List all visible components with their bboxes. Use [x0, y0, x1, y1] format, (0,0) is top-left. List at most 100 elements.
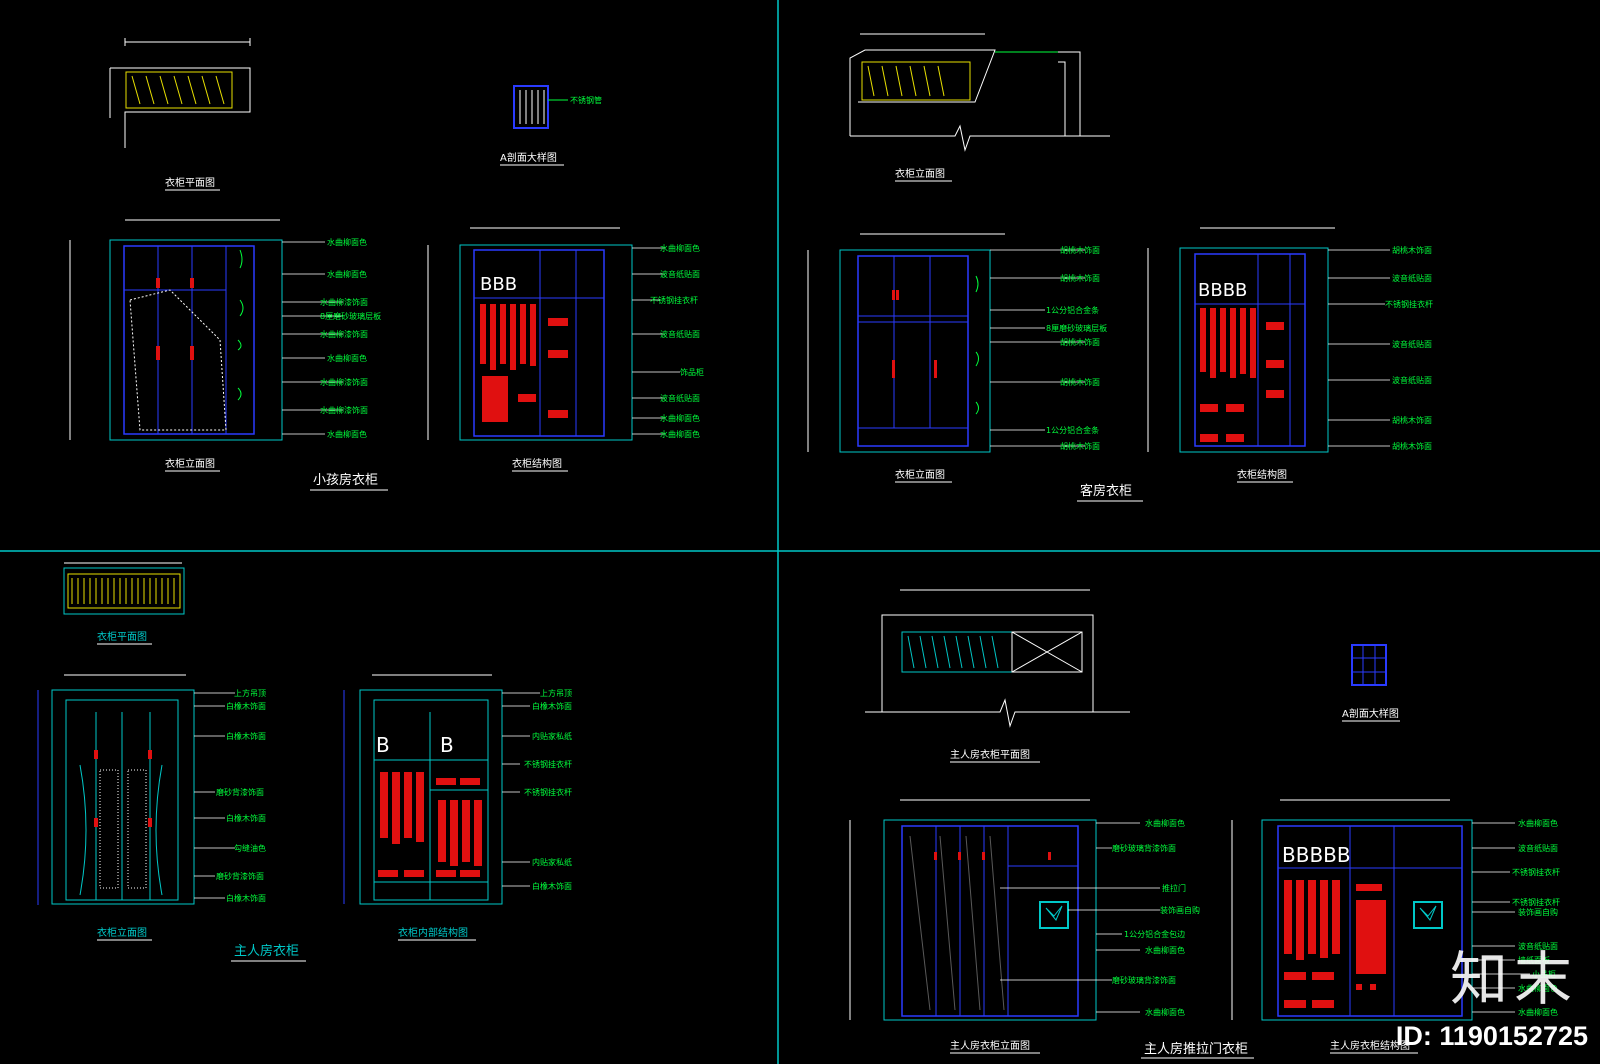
tl-elev-label-2: 水曲柳面色 [327, 269, 367, 279]
tl-elevation-leaders [282, 241, 343, 435]
bl-struct-label-3: 内贴家私纸 [532, 731, 572, 741]
br-elevation-drawing [849, 799, 1097, 1021]
bl-struct-label-7: 白橡木饰面 [532, 881, 572, 891]
tl-caption-detail: A剖面大样图 [500, 151, 557, 164]
br-caption-structure: 主人房衣柜结构图 [1330, 1039, 1410, 1052]
br-struct-label-9: 水曲柳面色 [1518, 983, 1558, 993]
tl-elevation-drawing [69, 219, 283, 441]
bl-elevation-leaders [194, 692, 235, 899]
tl-structure-leaders [632, 247, 680, 435]
tr-caption-elevation: 衣柜立面图 [895, 468, 945, 481]
tr-elevation-leaders [990, 249, 1085, 447]
br-structure-drawing: BBBBB [1231, 799, 1473, 1021]
tr-elevation-labels: 胡桃木饰面 胡桃木饰面 1公分铝合金条 8厘磨砂玻璃层板 胡桃木饰面 胡桃木饰面… [1046, 245, 1107, 451]
br-elevation-leaders [1000, 822, 1160, 1013]
bl-elevation-drawing [37, 674, 195, 905]
bl-plan-drawing [63, 562, 185, 615]
bl-elev-label-8: 白橡木饰面 [226, 893, 266, 903]
tr-plan-drawing [849, 33, 1110, 152]
br-elev-label-3: 推拉门 [1162, 883, 1186, 893]
br-struct-label-8: 小品柜 [1532, 969, 1556, 979]
bl-elev-label-2: 白橡木饰面 [226, 701, 266, 711]
br-structure-labels: 水曲柳面色 波音纸贴面 不锈钢挂衣杆 不锈钢挂衣杆 装饰画自购 波音纸贴面 墙纸… [1512, 818, 1560, 1017]
bl-struct-label-2: 白橡木饰面 [532, 701, 572, 711]
svg-text:BBB: BBB [480, 274, 517, 295]
tr-structure-labels: 胡桃木饰面 波音纸贴面 不锈钢挂衣杆 波音纸贴面 波音纸贴面 胡桃木饰面 胡桃木… [1385, 245, 1433, 451]
tl-elev-label-7: 水曲柳漆饰面 [320, 377, 368, 387]
tl-struct-label-4: 波音纸贴面 [660, 329, 700, 339]
tr-struct-label-4: 波音纸贴面 [1392, 339, 1432, 349]
tl-struct-label-1: 水曲柳面色 [660, 243, 700, 253]
tl-struct-label-2: 波音纸贴面 [660, 269, 700, 279]
br-struct-label-3: 不锈钢挂衣杆 [1512, 867, 1560, 877]
tl-plan-drawing [109, 38, 251, 148]
bl-structure-leaders [502, 692, 540, 887]
tr-elev-label-2: 胡桃木饰面 [1060, 273, 1100, 283]
tr-elev-label-5: 胡桃木饰面 [1060, 337, 1100, 347]
svg-text:BBBB: BBBB [1198, 280, 1247, 301]
bl-elev-label-5: 白橡木饰面 [226, 813, 266, 823]
tl-elev-label-3: 水曲柳漆饰面 [320, 297, 368, 307]
bl-struct-label-6: 内贴家私纸 [532, 857, 572, 867]
br-elev-label-6: 水曲柳面色 [1145, 945, 1185, 955]
br-elev-label-2: 磨砂玻璃背漆饰面 [1112, 843, 1176, 853]
br-struct-label-7: 墙纸面板 [1518, 955, 1550, 965]
tr-struct-label-6: 胡桃木饰面 [1392, 415, 1432, 425]
bl-struct-label-1: 上方吊顶 [540, 688, 572, 698]
br-caption-detail: A剖面大样图 [1342, 707, 1399, 720]
br-struct-label-6: 波音纸贴面 [1518, 941, 1558, 951]
tr-caption-plan: 衣柜立面图 [895, 167, 945, 180]
bl-structure-labels: 上方吊顶 白橡木饰面 内贴家私纸 不锈钢挂衣杆 不锈钢挂衣杆 内贴家私纸 白橡木… [524, 688, 572, 891]
tl-struct-label-7: 水曲柳面色 [660, 413, 700, 423]
tl-caption-structure: 衣柜结构图 [512, 457, 562, 470]
bl-caption-plan: 衣柜平面图 [97, 630, 147, 643]
bl-caption-structure: 衣柜内部结构图 [398, 926, 468, 939]
watermark-id: ID: 1190152725 [1395, 1021, 1588, 1051]
tl-elev-label-9: 水曲柳面色 [327, 429, 367, 439]
tr-panel-title: 客房衣柜 [1080, 483, 1132, 499]
bl-caption-elevation: 衣柜立面图 [97, 926, 147, 939]
tr-structure-leaders [1328, 249, 1390, 447]
panel-bottom-right: 主人房衣柜平面图 A剖面大样图 [849, 589, 1560, 1059]
br-plan-drawing [865, 589, 1130, 728]
svg-text:B: B [376, 733, 390, 757]
bl-elev-label-7: 磨砂背漆饰面 [216, 871, 264, 881]
tl-elev-label-1: 水曲柳面色 [327, 237, 367, 247]
br-panel-title: 主人房推拉门衣柜 [1144, 1041, 1248, 1057]
tl-structure-drawing: BBB [427, 227, 633, 441]
tr-struct-label-7: 胡桃木饰面 [1392, 441, 1432, 451]
tr-elev-label-4: 8厘磨砂玻璃层板 [1046, 323, 1107, 333]
tr-struct-label-5: 波音纸贴面 [1392, 375, 1432, 385]
bl-elev-label-3: 白橡木饰面 [226, 731, 266, 741]
tr-struct-label-1: 胡桃木饰面 [1392, 245, 1432, 255]
tr-elevation-drawing [807, 233, 1005, 453]
br-struct-label-4: 不锈钢挂衣杆 [1512, 897, 1560, 907]
br-elevation-labels: 水曲柳面色 磨砂玻璃背漆饰面 推拉门 装饰画自购 1公分铝合金包边 水曲柳面色 … [1112, 818, 1200, 1017]
tr-elev-label-6: 胡桃木饰面 [1060, 377, 1100, 387]
tl-struct-label-8: 水曲柳面色 [660, 429, 700, 439]
tr-struct-label-2: 波音纸贴面 [1392, 273, 1432, 283]
panel-top-right: 衣柜立面图 胡桃木饰面 胡桃木饰面 1公分铝合金条 [807, 33, 1433, 502]
br-structure-leaders [1472, 822, 1530, 1013]
tl-elev-label-8: 水曲柳漆饰面 [320, 405, 368, 415]
br-struct-label-1: 水曲柳面色 [1518, 818, 1558, 828]
br-elev-label-1: 水曲柳面色 [1145, 818, 1185, 828]
br-struct-label-10: 水曲柳面色 [1518, 1007, 1558, 1017]
tl-caption-plan: 衣柜平面图 [165, 176, 215, 189]
br-struct-label-5: 装饰画自购 [1518, 907, 1558, 917]
br-detail-drawing [1351, 644, 1387, 686]
tl-elev-label-4: 8厘磨砂玻璃层板 [320, 311, 381, 321]
bl-struct-label-5: 不锈钢挂衣杆 [524, 787, 572, 797]
br-caption-elevation: 主人房衣柜立面图 [950, 1039, 1030, 1052]
tl-detail-label: 不锈钢管 [570, 95, 602, 105]
tl-struct-label-6: 波音纸贴面 [660, 393, 700, 403]
tr-elev-label-1: 胡桃木饰面 [1060, 245, 1100, 255]
bl-struct-label-4: 不锈钢挂衣杆 [524, 759, 572, 769]
svg-text:B: B [440, 733, 454, 757]
tl-detail-box [513, 85, 549, 129]
bl-elev-label-1: 上方吊顶 [234, 688, 266, 698]
tr-elev-label-3: 1公分铝合金条 [1046, 305, 1099, 315]
br-struct-label-2: 波音纸贴面 [1518, 843, 1558, 853]
bl-elevation-labels: 上方吊顶 白橡木饰面 白橡木饰面 磨砂背漆饰面 白橡木饰面 勾缝油色 磨砂背漆饰… [216, 688, 266, 903]
